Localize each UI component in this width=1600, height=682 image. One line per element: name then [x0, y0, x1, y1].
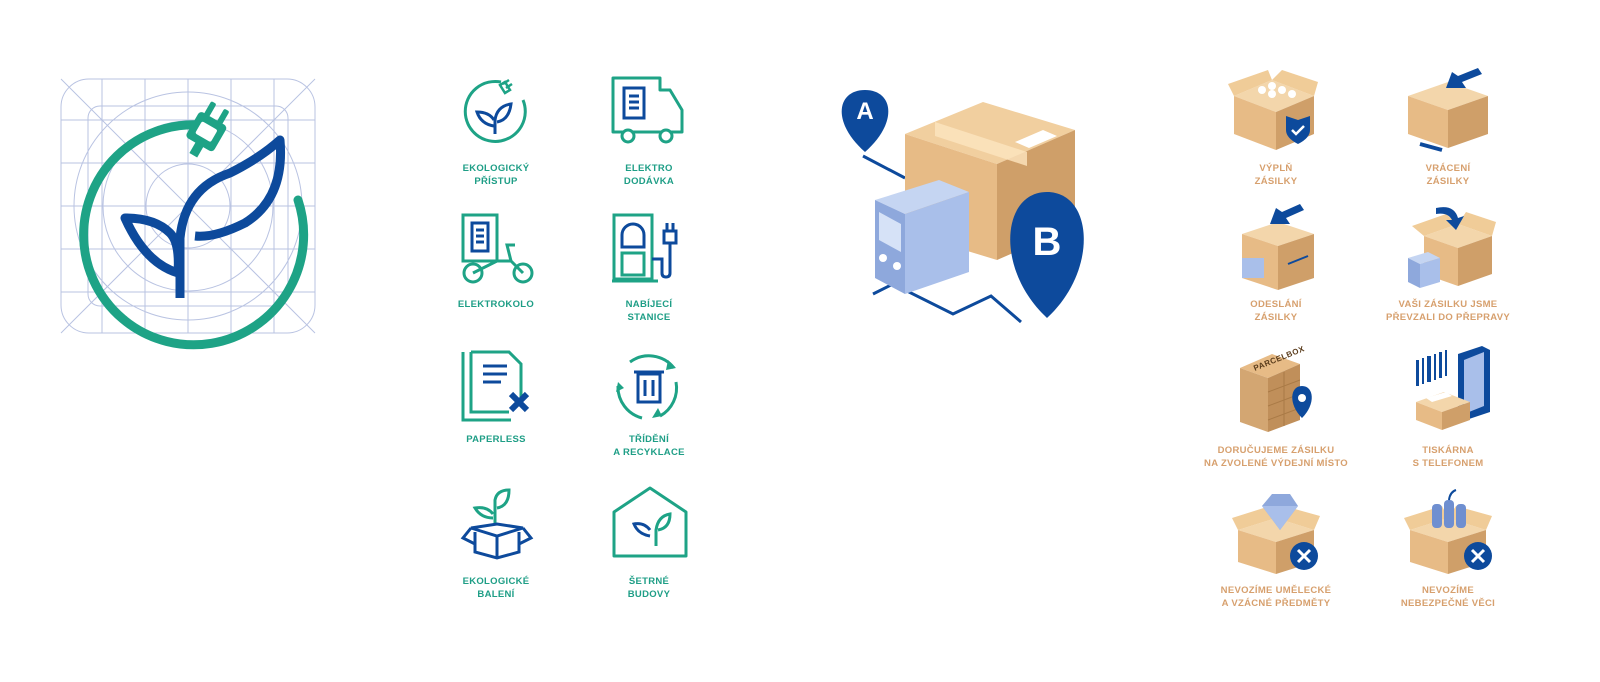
eco-approach-label: EKOLOGICKÝ PŘÍSTUP [462, 163, 530, 187]
recycling-bin-icon [616, 354, 679, 420]
eco-packaging-label: EKOLOGICKÉ BALENÍ [462, 576, 530, 600]
green-building-item [612, 486, 688, 558]
hero-eco-icon [60, 78, 316, 350]
electric-cargo-bike-item [461, 213, 537, 285]
parcel-return-label: VRÁCENÍ ZÁSILKY [1425, 163, 1471, 187]
parcel-filling-label: VÝPLŇ ZÁSILKY [1254, 163, 1298, 187]
green-building-icon [612, 486, 688, 558]
parcel-return-item [1402, 66, 1492, 152]
electric-van-icon [611, 76, 684, 144]
electric-van-label: ELEKTRO DODÁVKA [623, 163, 675, 187]
pin-b-icon [1010, 192, 1084, 318]
electric-van-item [610, 76, 686, 146]
eco-approach-item [461, 76, 531, 146]
eco-plug-leaf-icon [60, 78, 316, 350]
charging-station-label: NABÍJECÍ STANICE [625, 299, 673, 323]
paperless-icon [461, 350, 530, 422]
no-art-valuables-label: NEVOZÍME UMĚLECKÉ A VZÁCNÉ PŘEDMĚTY [1220, 585, 1332, 609]
printer-phone-icon [1416, 346, 1490, 430]
parcel-send-icon [1242, 204, 1314, 290]
delivery-scene [841, 90, 1084, 324]
pin-a-label: A [856, 98, 874, 125]
recycling-label: TŘÍDĚNÍ A RECYKLACE [613, 434, 685, 458]
delivery-illustration: A B [835, 82, 1100, 342]
eco-packaging-icon [460, 488, 534, 560]
electric-cargo-bike-label: ELEKTROKOLO [457, 299, 535, 310]
recycling-item [612, 352, 688, 424]
parcel-handover-icon [1408, 207, 1496, 288]
parcel-filling-item [1228, 66, 1318, 152]
no-dangerous-goods-label: NEVOZÍME NEBEZPEČNÉ VĚCI [1400, 585, 1496, 609]
parcel-handover-item [1404, 204, 1496, 294]
parcel-handover-label: VAŠI ZÁSILKU JSME PŘEVZALI DO PŘEPRAVY [1385, 299, 1511, 323]
charging-station-icon [612, 213, 678, 283]
charging-station-item [612, 213, 688, 285]
no-dangerous-goods-icon [1404, 489, 1492, 574]
paperless-label: PAPERLESS [466, 434, 526, 445]
parcel-send-item [1238, 204, 1316, 294]
paperless-item [461, 350, 537, 422]
no-art-valuables-icon [1232, 494, 1320, 574]
parcelbox-pickup-icon [1240, 354, 1312, 432]
green-building-label: ŠETRNÉ BUDOVY [627, 576, 671, 600]
pin-a-icon [841, 90, 889, 152]
parcel-filling-icon [1228, 70, 1318, 150]
no-dangerous-goods-item [1404, 489, 1496, 576]
parcel-return-icon [1408, 68, 1488, 152]
parcelbox-pickup-label: DORUČUJEME ZÁSILKU NA ZVOLENÉ VÝDEJNÍ MÍ… [1204, 445, 1348, 469]
pin-b-label: B [1032, 220, 1062, 264]
printer-phone-label: TISKÁRNA S TELEFONEM [1412, 445, 1484, 469]
parcel-send-label: ODESLÁNÍ ZÁSILKY [1250, 299, 1302, 323]
eco-approach-icon [463, 78, 527, 143]
no-art-valuables-item [1232, 490, 1322, 576]
printer-phone-item [1412, 346, 1492, 436]
electric-cargo-bike-icon [461, 213, 534, 284]
parcelbox-pickup-item: PARCELBOX [1232, 344, 1322, 436]
eco-packaging-item [460, 488, 537, 560]
